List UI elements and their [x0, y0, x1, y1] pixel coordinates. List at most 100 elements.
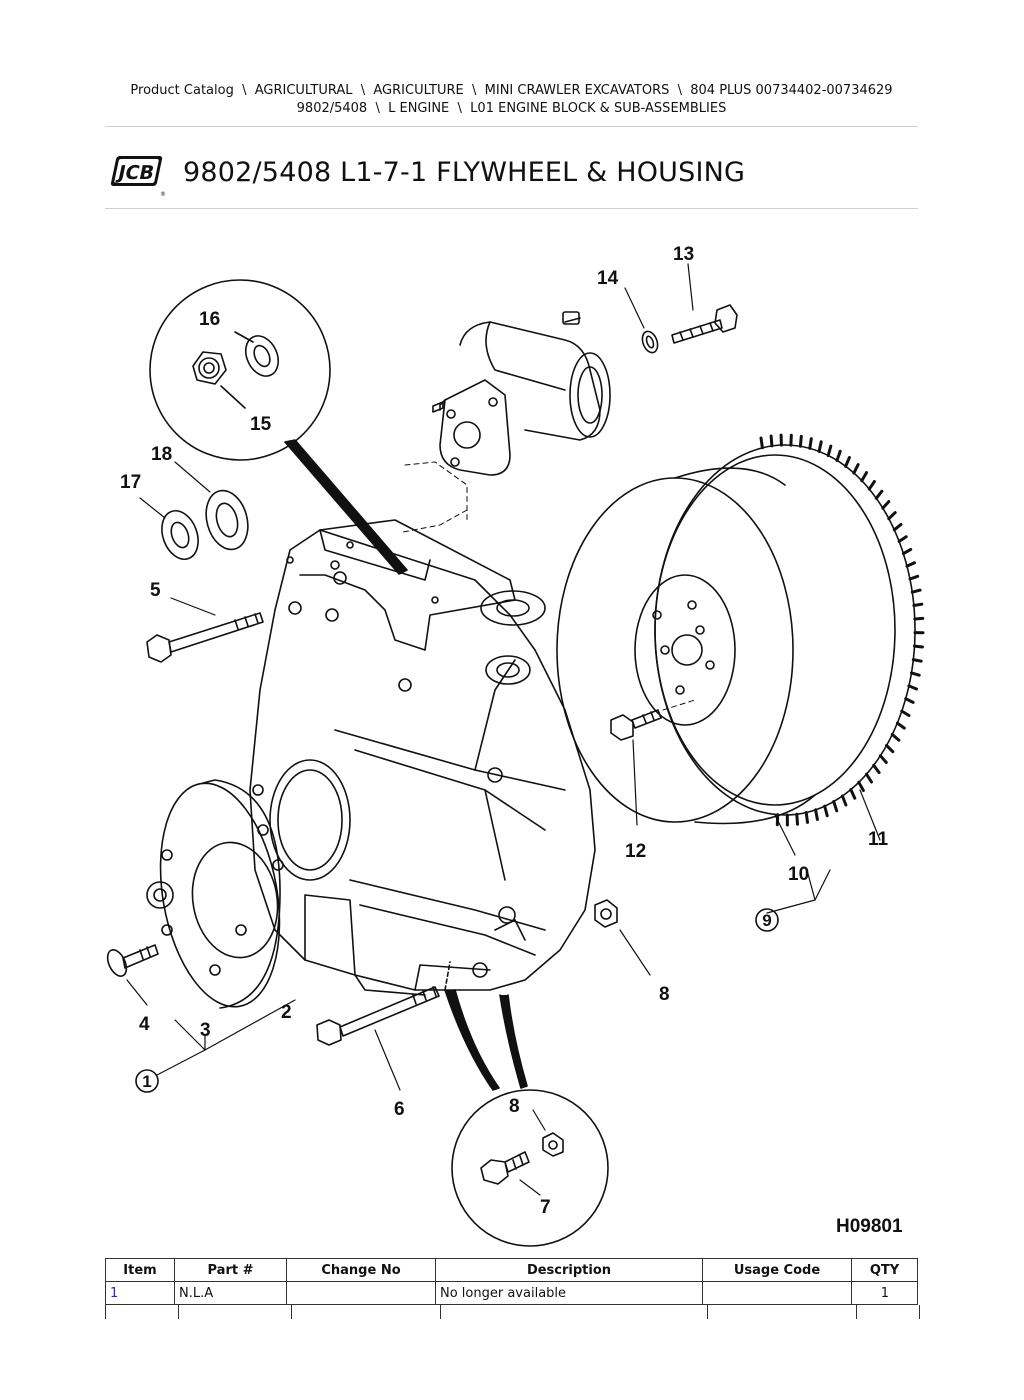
svg-text:7: 7: [540, 1197, 551, 1218]
description-cell: No longer available: [435, 1281, 703, 1305]
gear-tooth: [910, 588, 922, 594]
gear-tooth: [913, 616, 925, 621]
item-cell: 1: [105, 1281, 175, 1305]
gear-tooth: [849, 788, 857, 800]
col-part: Part #: [174, 1258, 287, 1282]
breadcrumb: Product Catalog \ AGRICULTURAL \ AGRICUL…: [105, 82, 918, 118]
gear-tooth: [872, 763, 881, 775]
svg-text:1: 1: [142, 1072, 151, 1091]
exploded-parts-diagram: 16 15 18 17 5 14 13 12 11 10 8 2 3 4 6 8…: [95, 230, 925, 1250]
gear-tooth: [900, 709, 911, 717]
gear-tooth: [897, 535, 908, 543]
bolt-12: [610, 699, 696, 826]
gear-tooth: [905, 561, 916, 568]
nut-8: [594, 899, 651, 976]
table-continuation: [105, 1305, 920, 1319]
bolt-5: [146, 597, 264, 663]
svg-text:17: 17: [120, 472, 141, 493]
gear-tooth: [814, 808, 819, 821]
header-divider: [105, 126, 918, 127]
svg-text:6: 6: [394, 1099, 405, 1120]
gear-tooth: [895, 721, 906, 730]
gear-tooth: [844, 456, 851, 468]
figure-id: H09801: [836, 1216, 903, 1237]
col-usage: Usage Code: [702, 1258, 852, 1282]
bolt-13: [671, 304, 738, 344]
gear-tooth: [878, 754, 888, 764]
usage-cell: [702, 1281, 852, 1305]
svg-text:8: 8: [509, 1096, 520, 1117]
screw-4: [106, 944, 159, 1006]
gear-tooth: [874, 489, 884, 500]
gear-tooth: [867, 480, 876, 491]
gear-tooth: [835, 449, 842, 462]
qty-cell: 1: [851, 1281, 918, 1305]
svg-text:16: 16: [199, 309, 220, 330]
gear-tooth: [852, 463, 860, 475]
svg-text:2: 2: [281, 1002, 292, 1023]
gear-tooth: [832, 800, 839, 813]
flywheel: [556, 467, 816, 856]
gear-tooth: [904, 697, 915, 704]
col-description: Description: [435, 1258, 703, 1282]
col-change: Change No: [286, 1258, 436, 1282]
bolt-6: [316, 986, 440, 1091]
page-title: 9802/5408 L1-7-1 FLYWHEEL & HOUSING: [183, 157, 746, 188]
gear-tooth: [908, 574, 920, 581]
ring-gear: [654, 433, 925, 827]
gear-tooth: [892, 522, 903, 532]
adaptor-plate: [146, 779, 281, 1009]
svg-text:13: 13: [673, 244, 694, 265]
flywheel-housing: [249, 519, 596, 996]
change-cell: [286, 1281, 436, 1305]
gear-tooth: [804, 811, 809, 824]
gear-tooth: [840, 794, 848, 807]
svg-text:9: 9: [762, 911, 771, 930]
svg-text:15: 15: [250, 414, 272, 435]
col-item: Item: [105, 1258, 175, 1282]
gear-tooth: [885, 743, 895, 754]
washers-17-18: [139, 461, 249, 561]
gear-tooth: [912, 602, 924, 607]
part-cell: N.L.A: [174, 1281, 287, 1305]
svg-text:11: 11: [868, 829, 889, 850]
jcb-logo: JCB ®: [108, 150, 166, 200]
table-header-row: Item Part # Change No Description Usage …: [105, 1258, 918, 1282]
gear-tooth: [865, 772, 873, 784]
circled-callouts: 1 9: [135, 908, 779, 1093]
svg-text:®: ®: [160, 191, 166, 198]
gear-tooth: [907, 684, 918, 691]
gear-tooth: [901, 547, 913, 556]
gear-tooth: [881, 500, 891, 510]
gear-tooth: [913, 644, 924, 649]
svg-text:18: 18: [151, 444, 172, 465]
gear-tooth: [795, 812, 799, 826]
gear-tooth: [759, 436, 764, 450]
svg-text:5: 5: [150, 580, 161, 601]
svg-text:8: 8: [659, 984, 670, 1005]
starter-motor: [402, 311, 611, 533]
gear-tooth: [798, 434, 803, 448]
lock-washer-14: [641, 330, 659, 354]
svg-text:3: 3: [200, 1020, 211, 1041]
breadcrumb-line-1: Product Catalog \ AGRICULTURAL \ AGRICUL…: [130, 83, 893, 98]
callout-labels: 16 15 18 17 5 14 13 12 11 10 8 2 3 4 6 8…: [120, 244, 889, 1218]
item-link[interactable]: 1: [110, 1285, 119, 1301]
gear-tooth: [911, 658, 923, 663]
svg-text:12: 12: [625, 841, 646, 862]
gear-tooth: [890, 733, 901, 742]
svg-text:10: 10: [788, 864, 809, 885]
logo-text: JCB: [114, 161, 156, 184]
title-divider: [105, 208, 918, 209]
svg-text:4: 4: [139, 1014, 150, 1035]
detail-circle-bolt-nut: [444, 989, 609, 1247]
gear-tooth: [808, 437, 813, 450]
parts-table: Item Part # Change No Description Usage …: [105, 1258, 918, 1305]
gear-tooth: [823, 804, 829, 818]
detail-circle-nut-washer: [149, 279, 408, 575]
gear-tooth: [860, 471, 868, 483]
table-row: 1 N.L.A No longer available 1: [105, 1281, 918, 1305]
gear-tooth: [826, 444, 833, 457]
gear-tooth: [857, 780, 865, 792]
gear-tooth: [887, 511, 897, 521]
